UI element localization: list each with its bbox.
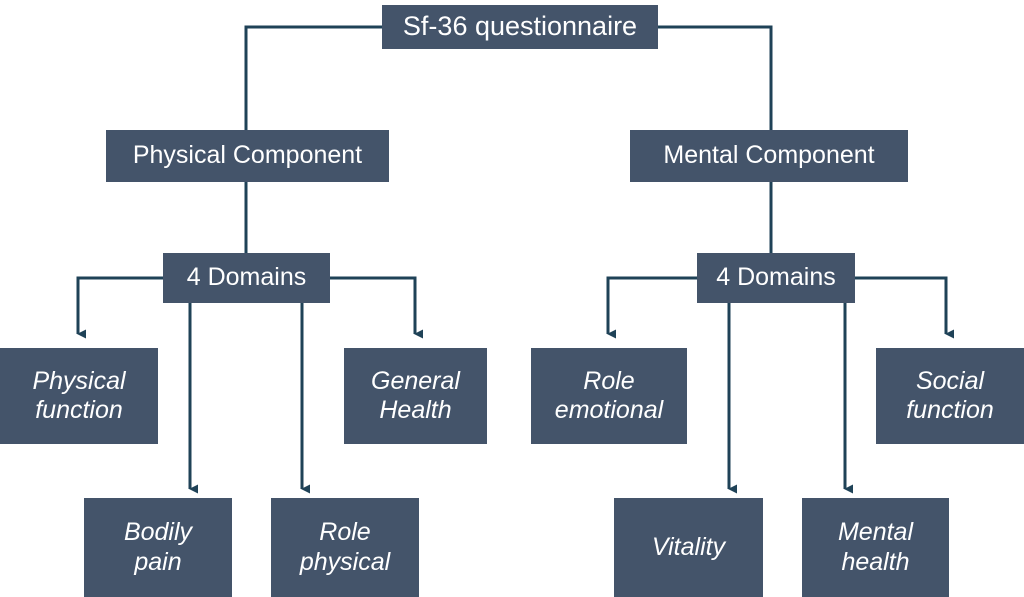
- edge-mental-domains-to-social-function: [855, 276, 954, 339]
- node-label-physical-4-domains: 4 Domains: [186, 263, 307, 292]
- edge-physical-domains-to-physical-function: [76, 276, 163, 339]
- node-mental-4-domains[interactable]: 4 Domains: [697, 253, 855, 303]
- node-label-bodily-pain: Bodily pain: [123, 518, 193, 576]
- node-role-physical[interactable]: Role physical: [271, 498, 419, 597]
- node-label-mental-component: Mental Component: [663, 141, 875, 170]
- edge-physical-domains-to-general-health: [330, 276, 423, 339]
- node-general-health[interactable]: General Health: [344, 348, 487, 444]
- node-vitality[interactable]: Vitality: [614, 498, 763, 597]
- node-label-role-emotional: Role emotional: [554, 366, 664, 425]
- node-label-vitality: Vitality: [651, 532, 726, 561]
- node-sf36-questionnaire[interactable]: Sf-36 questionnaire: [382, 5, 658, 49]
- node-physical-4-domains[interactable]: 4 Domains: [163, 253, 330, 303]
- node-label-general-health: General Health: [371, 366, 460, 425]
- node-physical-function[interactable]: Physical function: [0, 348, 158, 444]
- edge-root-to-physical-component: [244, 25, 382, 130]
- node-label-physical-function: Physical function: [32, 366, 126, 425]
- edge-mental-domains-to-role-emotional: [606, 276, 697, 339]
- node-role-emotional[interactable]: Role emotional: [531, 348, 687, 444]
- node-mental-component[interactable]: Mental Component: [630, 130, 908, 182]
- node-label-mental-health: Mental health: [837, 518, 914, 576]
- node-bodily-pain[interactable]: Bodily pain: [84, 498, 232, 597]
- node-mental-health[interactable]: Mental health: [802, 498, 949, 597]
- node-label-physical-component: Physical Component: [132, 141, 363, 170]
- node-label-social-function: Social function: [906, 366, 994, 425]
- node-label-role-physical: Role physical: [299, 518, 391, 576]
- node-label-sf36-questionnaire: Sf-36 questionnaire: [402, 11, 638, 42]
- edge-root-to-mental-component: [658, 25, 773, 130]
- node-physical-component[interactable]: Physical Component: [106, 130, 389, 182]
- node-social-function[interactable]: Social function: [876, 348, 1024, 444]
- node-label-mental-4-domains: 4 Domains: [716, 263, 836, 292]
